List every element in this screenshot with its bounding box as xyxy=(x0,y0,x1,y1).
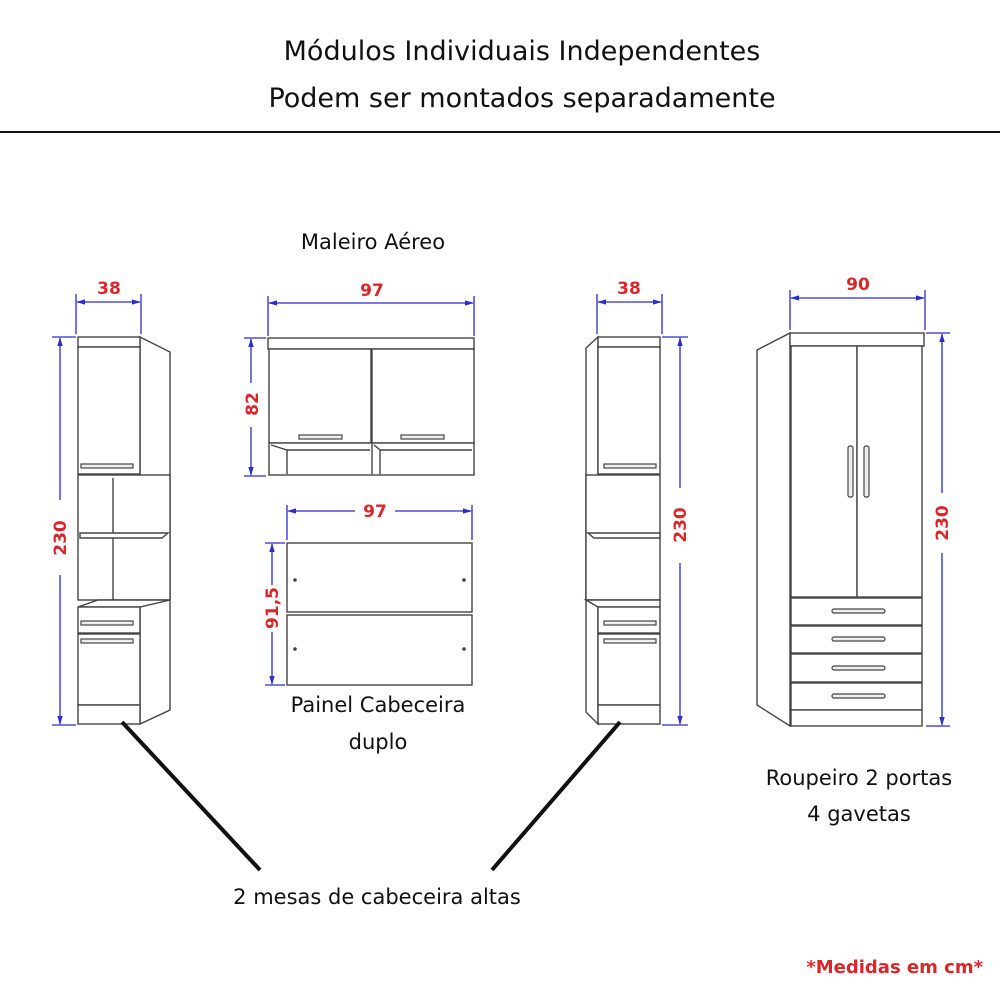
roupeiro-dimensions: 90 230 xyxy=(789,275,953,727)
painel-label-line-2: duplo xyxy=(349,730,408,754)
title-line-2: Podem ser montados separadamente xyxy=(268,83,775,114)
painel-height: 91,5 xyxy=(263,587,283,629)
maleiro-aereo xyxy=(267,337,475,476)
nightstand-right-width: 38 xyxy=(617,279,641,299)
maleiro-dimensions: 97 82 xyxy=(243,281,475,477)
nightstand-left xyxy=(77,335,171,726)
pointer-left xyxy=(120,720,262,872)
nightstand-left-dimensions: 38 230 xyxy=(51,279,142,726)
nightstand-left-height: 230 xyxy=(51,520,71,556)
painel-label-line-1: Painel Cabeceira xyxy=(291,693,466,717)
measurements-footnote: *Medidas em cm* xyxy=(806,957,983,978)
roupeiro-label-line-2: 4 gavetas xyxy=(807,802,911,826)
roupeiro-width: 90 xyxy=(846,275,870,295)
painel-dimensions: 97 91,5 xyxy=(263,502,473,686)
nightstand-right-height: 230 xyxy=(671,507,691,543)
nightstand-left-width: 38 xyxy=(97,279,121,299)
maleiro-width: 97 xyxy=(360,281,384,301)
painel-cabeceira xyxy=(286,542,473,686)
nightstand-right-dimensions: 38 230 xyxy=(596,279,691,726)
roupeiro xyxy=(756,331,925,728)
painel-width: 97 xyxy=(363,502,387,522)
nightstand-right xyxy=(583,335,661,726)
roupeiro-height: 230 xyxy=(933,505,953,541)
nightstands-label: 2 mesas de cabeceira altas xyxy=(233,885,521,909)
roupeiro-label-line-1: Roupeiro 2 portas xyxy=(766,766,952,790)
pointer-right xyxy=(490,720,622,872)
title-line-1: Módulos Individuais Independentes xyxy=(284,36,761,67)
maleiro-height: 82 xyxy=(243,392,263,416)
maleiro-label: Maleiro Aéreo xyxy=(301,230,445,254)
